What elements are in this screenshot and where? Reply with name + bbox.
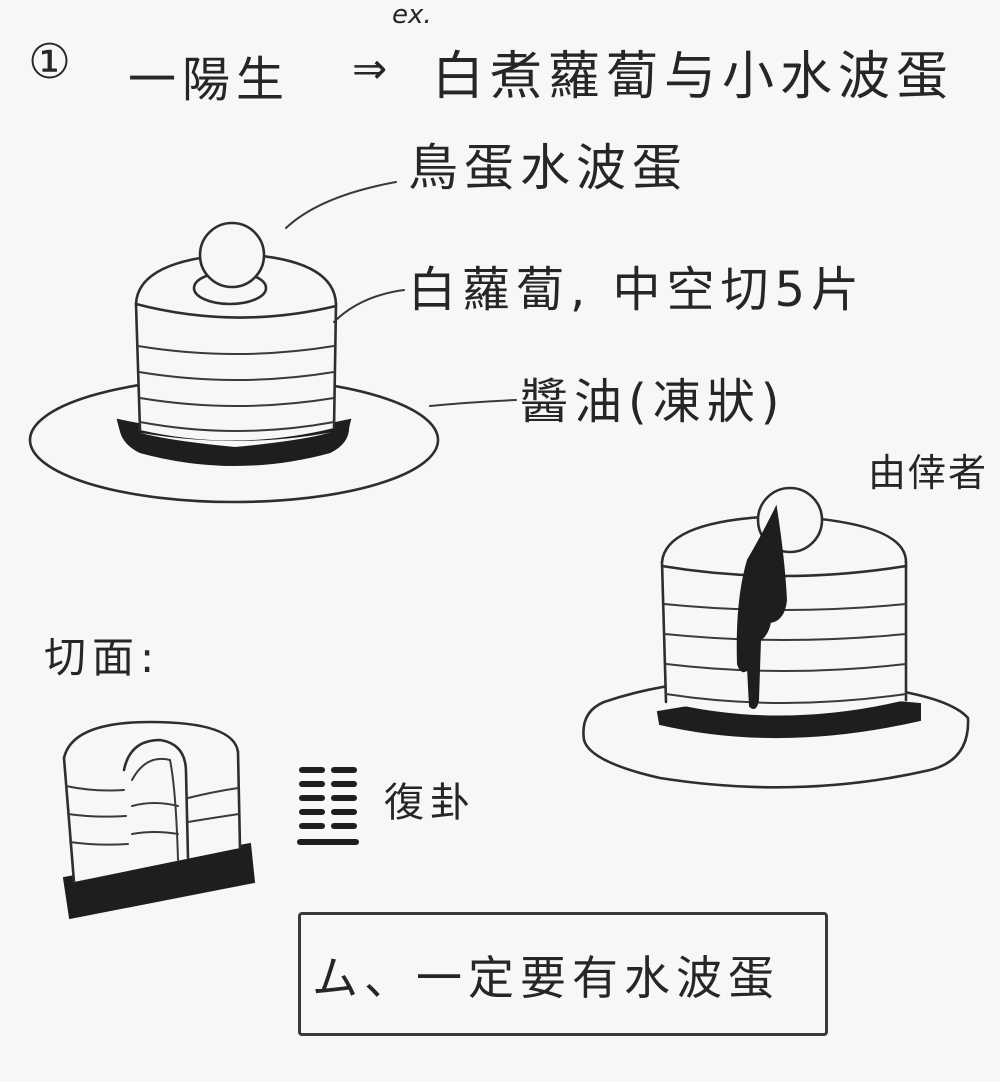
section-hollow-outer [122,738,190,860]
section-line-1 [65,785,125,792]
label-egg: 鳥蛋水波蛋 [408,139,688,197]
section-hollow-line-1 [131,802,179,807]
cross-section-drawing [62,720,256,920]
section-left [62,756,76,884]
slice-r4 [665,663,907,672]
hexagram-title: 一陽生 [128,52,291,108]
item-number: ① [28,34,78,90]
radish-slice-line-4 [139,397,335,407]
radish-slice-line-5 [139,421,335,432]
hexagram-label: 復卦 [384,780,476,826]
arrow-symbol: ⇒ [352,44,394,93]
note-text: ム、一定要有水波蛋 [312,951,780,1005]
hexagram-symbol [297,767,359,845]
poached-egg-right [756,486,824,554]
leader-egg [285,181,397,229]
main-dish-drawing [28,181,517,504]
slice-r5 [665,693,907,704]
radish-slice-line-2 [137,345,335,355]
leader-sauce [429,399,517,407]
label-radish: 白蘿蔔, 中空切5片 [408,262,866,318]
note-box [298,912,828,1036]
radish-left-side [134,302,142,432]
radish-slice-line-1 [134,302,338,319]
example-mark: ex. [392,0,432,30]
section-right [236,750,242,850]
poached-egg [198,221,266,289]
section-line-5 [187,813,240,823]
radish-slice-line-3 [138,371,335,381]
leader-radish [333,289,405,323]
radish-right-side [332,302,338,430]
section-line-3 [69,841,129,846]
cross-section-label: 切面: [44,633,161,682]
sauce-drip [736,504,788,709]
label-pour: 由倖者 [868,451,989,495]
label-sauce: 醬油(凍狀) [520,374,786,430]
section-hollow-inner [131,758,179,861]
radish-left-right [660,560,668,704]
sauce-base [118,420,350,466]
section-line-4 [187,787,239,799]
slice-r3 [664,633,907,641]
section-line-2 [67,813,127,818]
poured-dish-drawing [582,486,970,789]
section-hollow-line-2 [131,831,179,835]
section-top [62,720,240,760]
dish-name: 白煮蘿蔔与小水波蛋 [432,47,955,107]
